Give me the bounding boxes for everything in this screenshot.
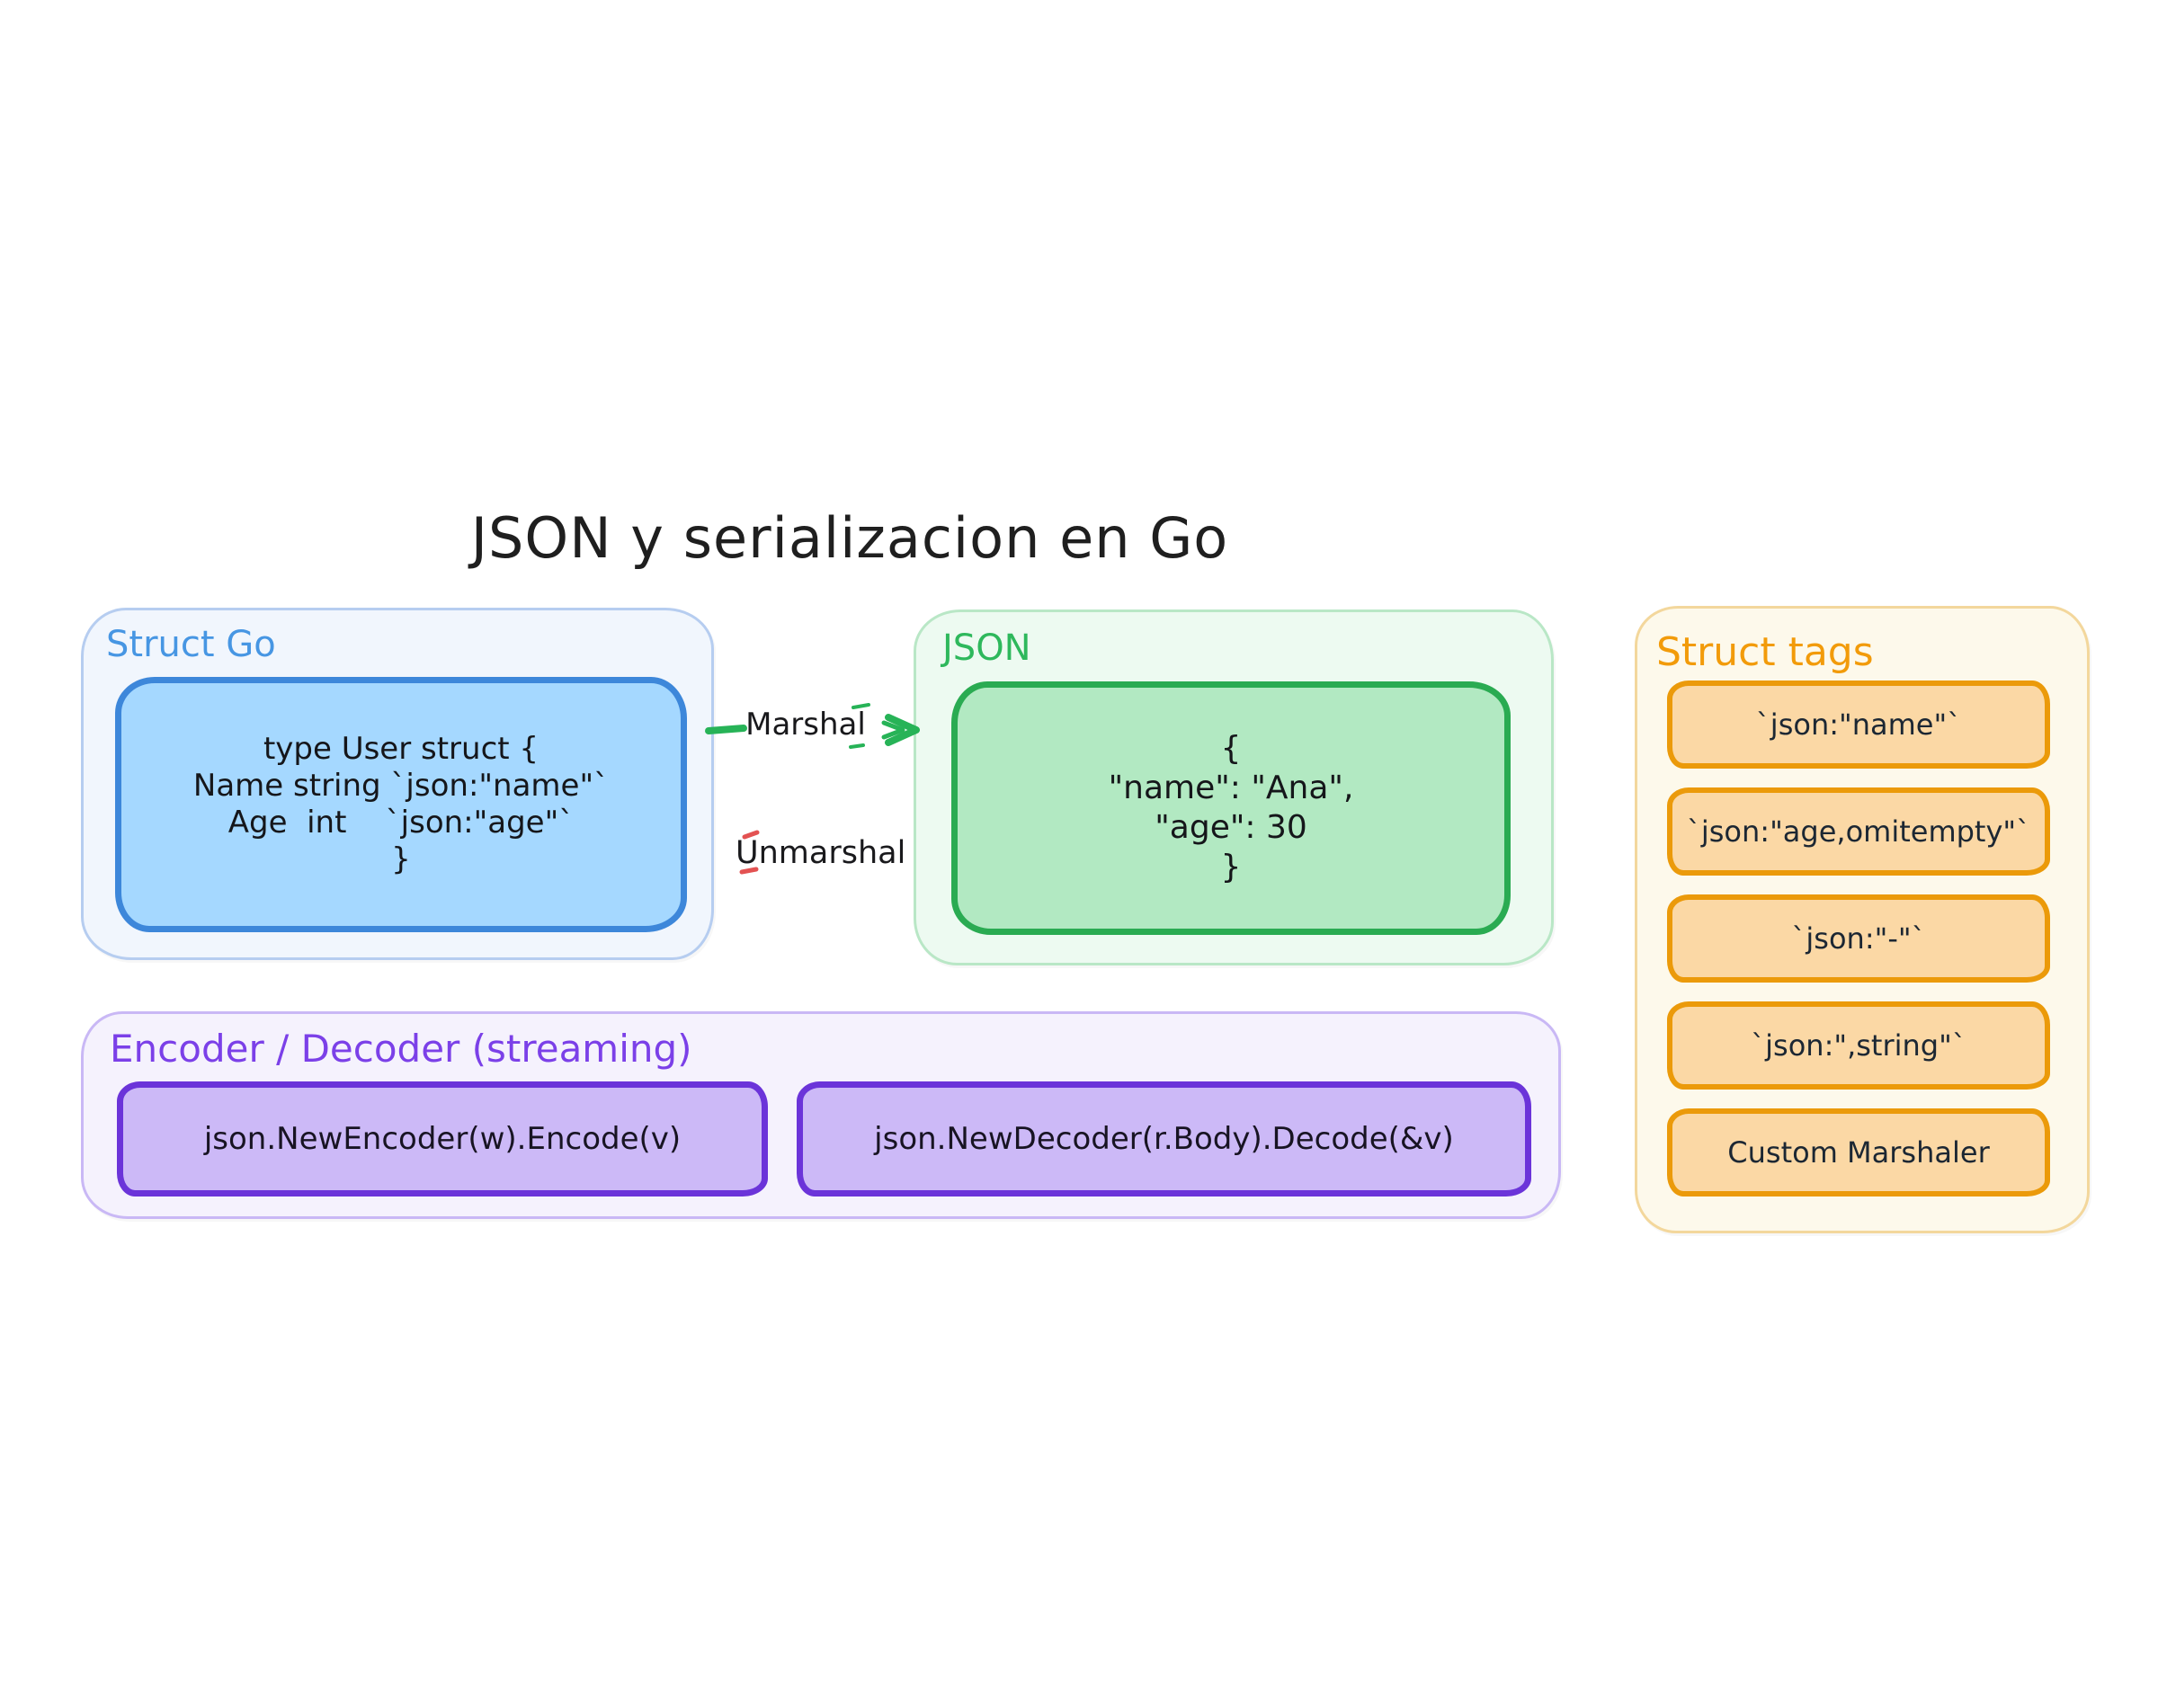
marshal-label: Marshal	[745, 707, 866, 743]
json-label: JSON	[942, 627, 1031, 669]
json-line: "name": "Ana",	[1108, 769, 1354, 806]
tag-label: `json:"age,omitempty"`	[1686, 814, 2031, 849]
tag-pill: Custom Marshaler	[1667, 1108, 2050, 1196]
marshal-arrow-head-inner	[881, 720, 905, 740]
json-line: "age": 30	[1155, 809, 1307, 846]
marshal-arrow-tick	[849, 743, 865, 749]
struct-tags-label: Struct tags	[1656, 629, 1874, 675]
code-line: type User struct {	[263, 731, 540, 767]
tag-pill: `json:",string"`	[1667, 1001, 2050, 1090]
code-line: }	[391, 841, 411, 877]
struct-go-label: Struct Go	[106, 624, 276, 665]
code-line: Age int `json:"age"`	[227, 805, 575, 841]
code-line: Name string `json:"name"`	[192, 768, 610, 804]
marshal-arrow-head	[885, 714, 920, 746]
diagram-title: JSON y serializacion en Go	[470, 505, 1229, 571]
encoder-code: json.NewEncoder(w).Encode(v)	[203, 1121, 682, 1157]
tag-label: Custom Marshaler	[1727, 1135, 1990, 1170]
tag-pill: `json:"-"`	[1667, 894, 2050, 983]
decoder-code: json.NewDecoder(r.Body).Decode(&v)	[874, 1121, 1454, 1157]
json-value-box: { "name": "Ana", "age": 30 }	[951, 681, 1511, 935]
decoder-code-box: json.NewDecoder(r.Body).Decode(&v)	[797, 1081, 1531, 1196]
json-line: }	[1220, 849, 1242, 885]
encoder-decoder-label: Encoder / Decoder (streaming)	[110, 1027, 692, 1071]
tag-pill: `json:"age,omitempty"`	[1667, 787, 2050, 876]
tag-label: `json:"-"`	[1791, 921, 1926, 956]
tag-pill: `json:"name"`	[1667, 681, 2050, 769]
tag-label: `json:",string"`	[1751, 1028, 1966, 1063]
encoder-code-box: json.NewEncoder(w).Encode(v)	[117, 1081, 768, 1196]
unmarshal-label: Unmarshal	[736, 835, 906, 871]
tag-label: `json:"name"`	[1755, 707, 1962, 742]
struct-go-code-box: type User struct { Name string `json:"na…	[115, 677, 687, 932]
json-line: {	[1220, 730, 1242, 767]
